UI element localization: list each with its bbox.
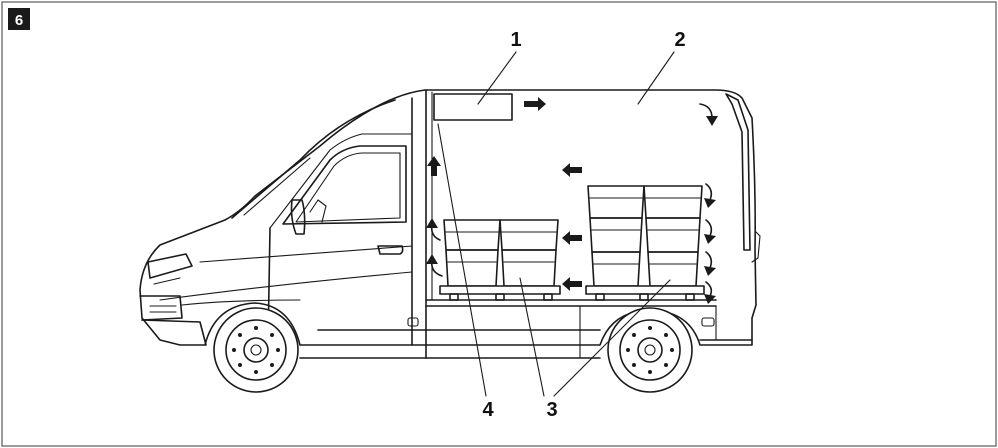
curved-arrow-icon	[704, 198, 716, 208]
curved-arrow-icon	[426, 254, 438, 264]
crate-stack-left	[439, 219, 561, 301]
refrigeration-unit	[433, 93, 513, 121]
arrow-up-icon	[427, 156, 441, 176]
airflow-arrows	[426, 97, 718, 304]
callout-1: 1	[510, 29, 521, 51]
figure-badge: 6	[8, 8, 30, 30]
leader-lines	[437, 51, 675, 397]
curved-arrow-icon	[704, 266, 716, 276]
svg-text:6: 6	[15, 12, 23, 29]
callout-3: 3	[546, 399, 557, 421]
callout-4: 4	[482, 399, 494, 421]
front-wheel	[213, 307, 299, 393]
curved-arrow-icon	[706, 116, 718, 126]
curved-arrow-icon	[704, 234, 716, 244]
arrow-right-icon	[524, 97, 546, 111]
curved-arrow-icon	[426, 218, 438, 228]
callout-2: 2	[674, 29, 685, 51]
arrow-left-icon	[562, 277, 582, 291]
rear-wheel	[607, 307, 693, 393]
arrow-left-icon	[562, 231, 582, 245]
van-body	[139, 89, 761, 359]
crate-stack-right	[585, 185, 705, 301]
arrow-left-icon	[562, 163, 582, 177]
curved-arrow-icon	[704, 294, 716, 304]
